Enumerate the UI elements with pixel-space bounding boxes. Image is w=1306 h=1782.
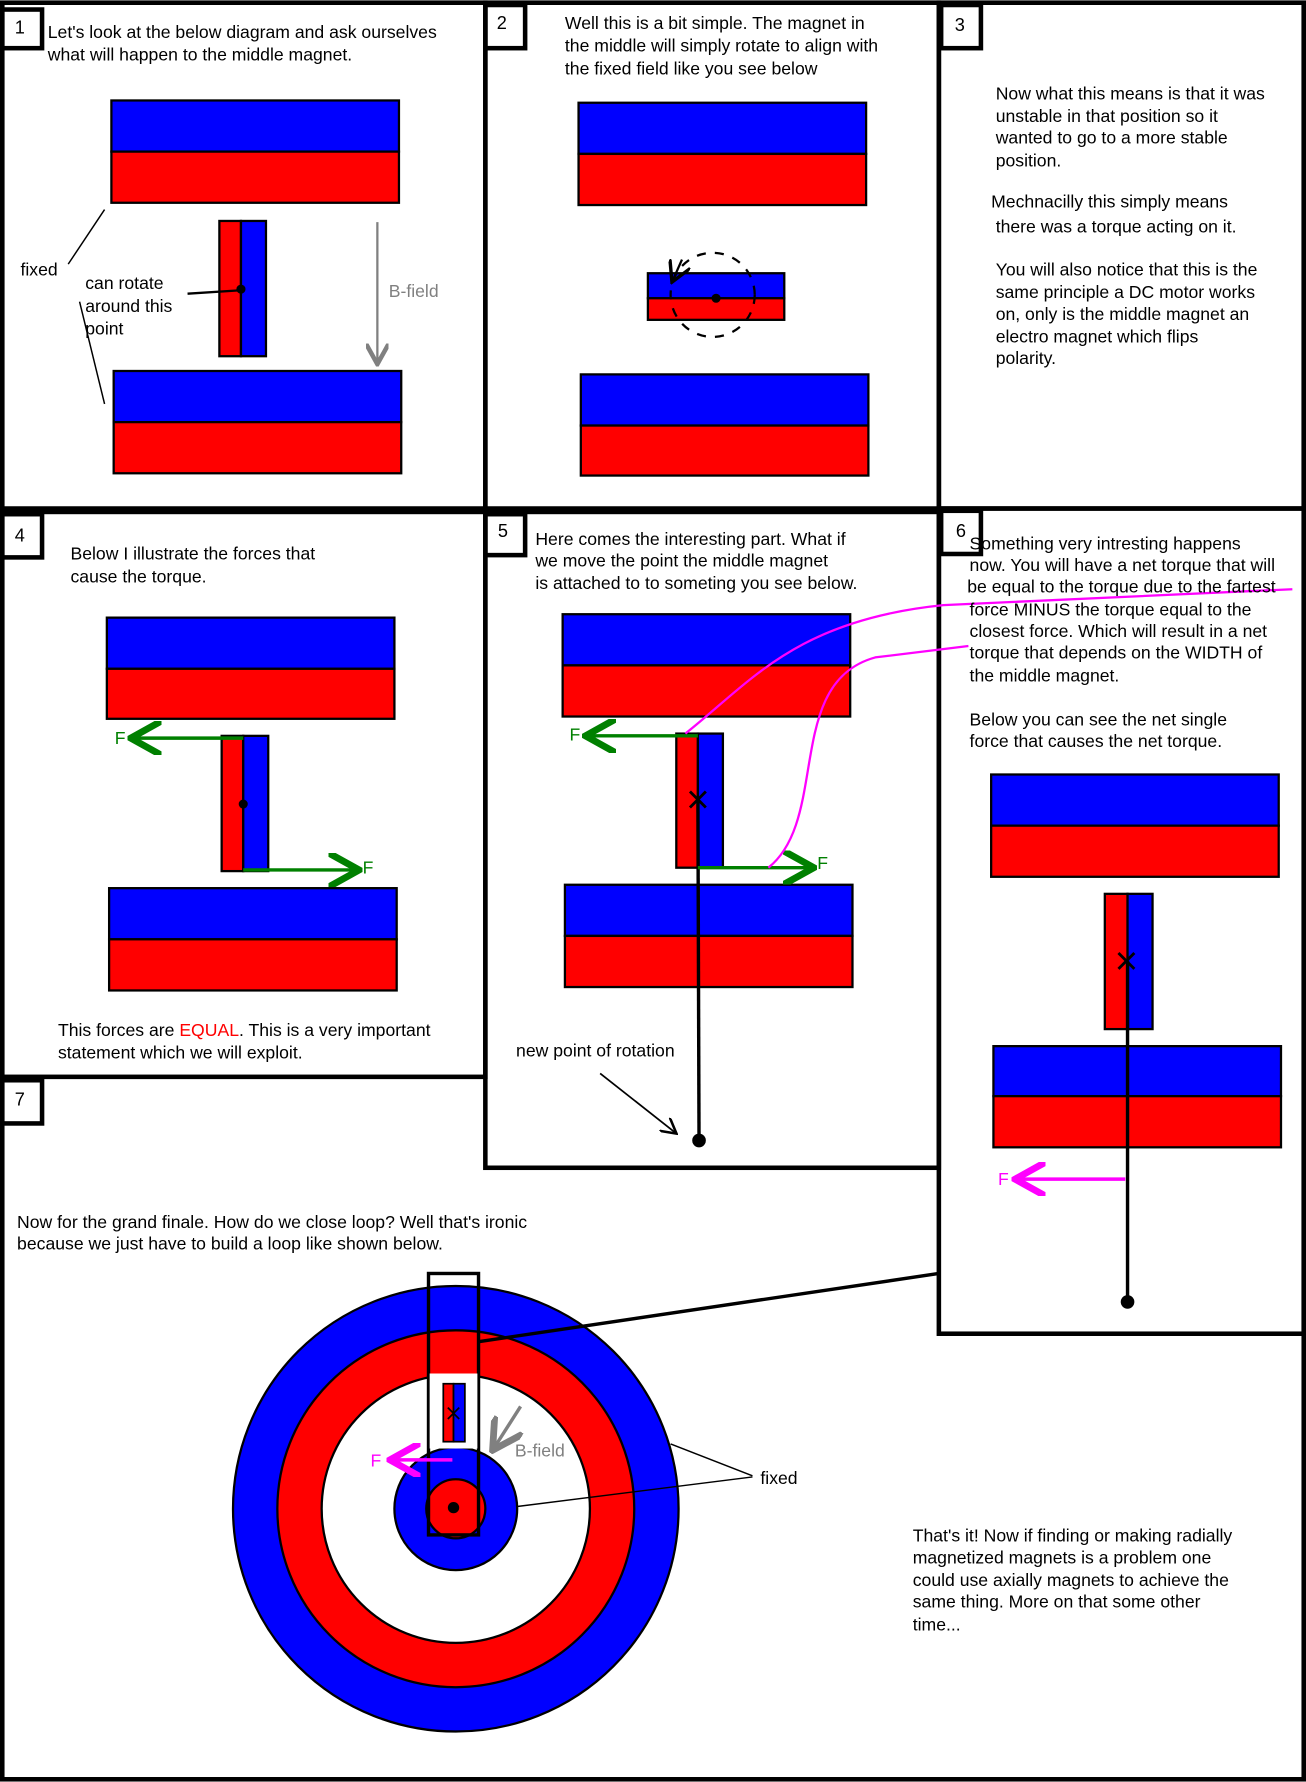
caption-line: there was a torque acting on it. (996, 216, 1237, 236)
panel-3: 3 Now what this means is that it was uns… (955, 15, 1265, 368)
closing-line: magnetized magnets is a problem one (913, 1547, 1212, 1567)
caption-line: torque that depends on the WIDTH of (970, 643, 1263, 663)
rotate-label: can rotate (85, 273, 164, 293)
panel-number: 4 (15, 525, 25, 545)
fixed-magnet-top (577, 101, 868, 207)
caption-line: cause the torque. (70, 566, 206, 586)
rotation-path (669, 251, 756, 339)
closing-line: could use axially magnets to achieve the (913, 1570, 1229, 1590)
zoom-link-line (478, 1271, 940, 1344)
fixed-magnet-bottom (563, 883, 854, 989)
fixed-pointer-lines (517, 1443, 753, 1508)
caption-line: the fixed field like you see below (565, 58, 818, 78)
force-label: F (115, 728, 126, 748)
caption-line: Now for the grand finale. How do we clos… (17, 1212, 527, 1232)
fixed-magnet-bottom (992, 1045, 1283, 1149)
fixed-magnet-top (105, 616, 396, 720)
annotation-link-far (684, 588, 1293, 735)
panel-7: 7 Now for the grand finale. How do we cl… (15, 1089, 1233, 1733)
force-label: F (363, 857, 374, 877)
closing-line: That's it! Now if finding or making radi… (913, 1526, 1233, 1546)
rotor-arm (426, 1271, 481, 1537)
caption-line: statement which we will exploit. (58, 1043, 303, 1063)
caption-line: unstable in that position so it (996, 106, 1218, 126)
panel-number: 3 (955, 15, 965, 35)
caption-line: Below you can see the net single (970, 710, 1228, 730)
panel-number: 7 (15, 1089, 25, 1109)
caption-line: be equal to the torque due to the fartes… (967, 577, 1275, 597)
panel-5: 5 Here comes the interesting part. What … (498, 521, 1293, 1148)
rotation-label: new point of rotation (516, 1040, 675, 1060)
x-mark-icon (1117, 951, 1136, 970)
caption-line: we move the point the middle magnet (534, 550, 828, 570)
caption-line: force that causes the net torque. (970, 731, 1223, 751)
fixed-magnet-bottom (579, 373, 870, 477)
lever-arm (696, 799, 701, 1141)
panel-2: 2 Well this is a bit simple. The magnet … (497, 13, 878, 477)
fixed-magnet-bottom (112, 369, 403, 475)
annotation-link-close (767, 644, 969, 869)
caption-line: force MINUS the torque equal to the (970, 599, 1252, 619)
panel-6: 6 Something very intresting happens now.… (956, 521, 1283, 1309)
pivot-point (236, 284, 246, 294)
caption-line: position. (996, 150, 1062, 170)
fixed-magnet-top (990, 773, 1280, 878)
force-label: F (371, 1451, 382, 1471)
fixed-label: fixed (20, 260, 57, 280)
x-mark-icon (447, 1407, 460, 1420)
caption-line: polarity. (996, 348, 1056, 368)
fixed-label: fixed (760, 1468, 797, 1488)
new-pivot-point (692, 1133, 706, 1148)
caption-line: Mechnacilly this simply means (991, 191, 1228, 211)
x-mark-icon (688, 790, 707, 809)
pivot-point (238, 799, 248, 809)
rotation-arrow-icon (673, 260, 682, 280)
panel-number: 1 (15, 17, 25, 37)
panel-number: 6 (956, 521, 966, 541)
b-field-label: B-field (389, 281, 439, 301)
panel-4: 4 Below I illustrate the forces that cau… (15, 525, 431, 1062)
panel-number: 5 (498, 521, 508, 541)
caption-line: now. You will have a net torque that wil… (970, 555, 1275, 575)
rotate-label: around this (85, 296, 172, 316)
caption-line: on, only is the middle magnet an (996, 304, 1250, 324)
force-label: F (817, 853, 828, 873)
caption-line: wanted to go to a more stable (995, 128, 1228, 148)
pointer-lines (67, 209, 242, 405)
caption-line: because we just have to build a loop lik… (17, 1234, 443, 1254)
caption-line: the middle will simply rotate to align w… (565, 36, 878, 56)
caption-line: Here comes the interesting part. What if (535, 529, 845, 549)
caption-line: is attached to to someting you see below… (535, 573, 857, 593)
caption-line: electro magnet which flips (996, 327, 1199, 347)
pivot-point (711, 293, 721, 303)
caption-line: Let's look at the below diagram and ask … (48, 22, 437, 42)
caption-line: closest force. Which will result in a ne… (970, 621, 1268, 641)
caption-line: You will also notice that this is the (996, 260, 1258, 280)
pivot-point (447, 1501, 460, 1514)
caption-line: Below I illustrate the forces that (70, 544, 315, 564)
caption-line: Well this is a bit simple. The magnet in (565, 13, 865, 33)
caption-line: what will happen to the middle magnet. (47, 45, 352, 65)
panel-1: 1 Let's look at the below diagram and as… (15, 17, 439, 475)
b-field-label: B-field (515, 1440, 565, 1460)
caption-line: Something very intresting happens (970, 533, 1241, 553)
caption-line: Now what this means is that it was (996, 83, 1265, 103)
caption-line: the middle magnet. (970, 665, 1120, 685)
pivot-point (1120, 1295, 1135, 1309)
caption-line: same principle a DC motor works (996, 282, 1256, 302)
equal-statement: This forces are EQUAL. This is a very im… (58, 1020, 431, 1040)
fixed-magnet-top (561, 613, 852, 718)
b-field-arrow (494, 1405, 520, 1447)
closing-line: same thing. More on that some other (913, 1592, 1201, 1612)
rotation-pointer-arrow (599, 1072, 675, 1132)
fixed-magnet-bottom (107, 887, 398, 992)
force-label: F (569, 724, 580, 744)
fixed-magnet-top (110, 99, 401, 204)
rotate-label: point (85, 319, 123, 339)
panel-number: 2 (497, 13, 507, 33)
closing-line: time... (913, 1614, 961, 1634)
force-label: F (998, 1169, 1009, 1189)
